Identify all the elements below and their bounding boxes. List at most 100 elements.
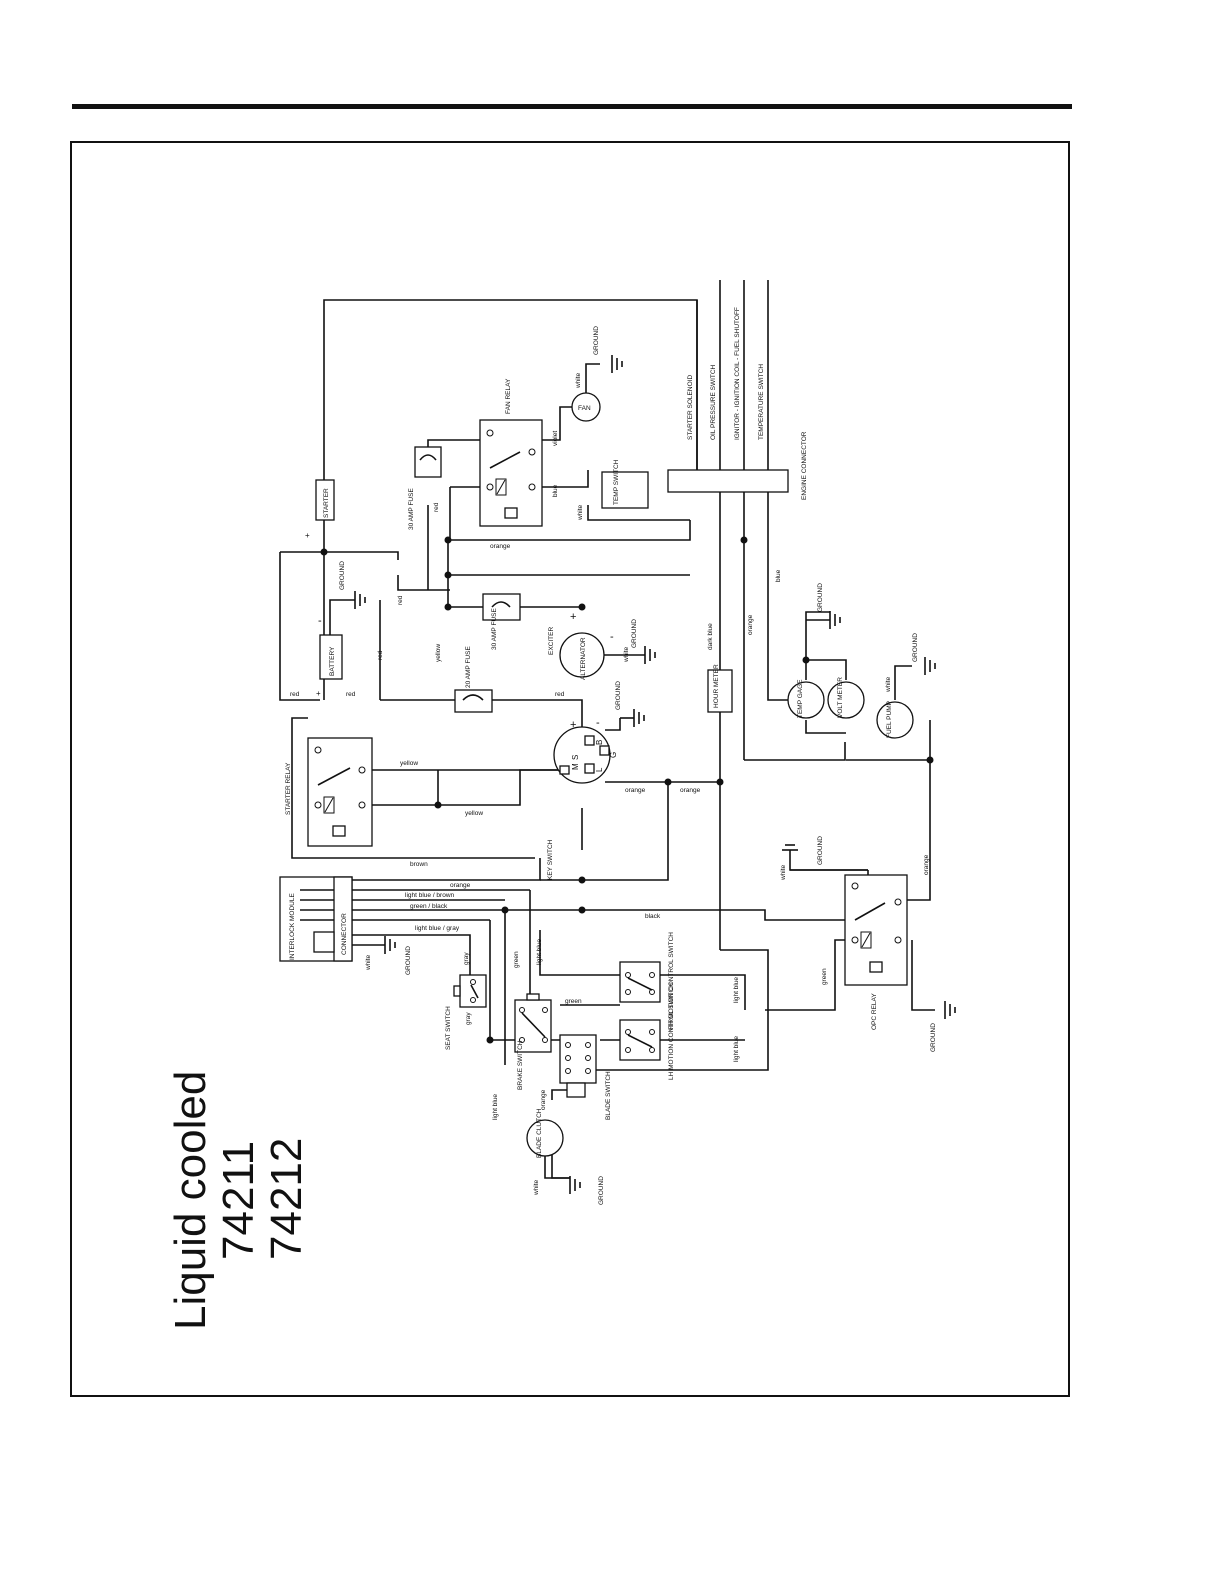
starter-relay: STARTER RELAY [285,737,373,847]
svg-text:B: B [595,740,604,745]
svg-text:orange: orange [747,614,754,635]
svg-text:KEY SWITCH: KEY SWITCH [547,839,554,880]
svg-text:TEMPERATURE SWITCH: TEMPERATURE SWITCH [758,364,765,440]
svg-text:green: green [565,998,582,1005]
header-rule [72,104,1072,109]
svg-text:-: - [596,717,600,729]
svg-text:BATTERY: BATTERY [329,646,336,676]
svg-text:SEAT SWITCH: SEAT SWITCH [445,1006,452,1050]
svg-text:30 AMP FUSE: 30 AMP FUSE [408,488,415,530]
svg-text:+: + [316,689,321,698]
title-block: Liquid cooled 74211 74212 [166,1071,311,1330]
diagram-frame [70,141,1070,1397]
interlock-module: INTERLOCK MODULE CONNECTOR GROUND white [279,876,412,975]
fan-relay: FAN RELAY violet blue [479,378,559,527]
svg-text:EXCITER: EXCITER [548,627,555,655]
temp-gage: TEMP GAGE [787,679,825,719]
svg-text:orange: orange [490,543,511,550]
svg-text:FAN RELAY: FAN RELAY [505,378,512,414]
battery: BATTERY - + GROUND [316,561,366,698]
svg-text:white: white [577,504,584,521]
svg-text:light blue / gray: light blue / gray [415,925,460,932]
svg-text:BLADE CLUTCH: BLADE CLUTCH [536,1108,543,1158]
svg-text:blue: blue [552,484,559,497]
svg-text:GROUND: GROUND [817,836,824,865]
svg-text:IGNITOR - IGNITION COIL - FUEL: IGNITOR - IGNITION COIL - FUEL SHUTOFF [734,307,741,440]
svg-text:OIL PRESSURE SWITCH: OIL PRESSURE SWITCH [710,364,717,440]
svg-text:gray: gray [465,1012,472,1025]
svg-text:ENGINE CONNECTOR: ENGINE CONNECTOR [801,431,808,500]
svg-text:light blue: light blue [733,1036,740,1062]
svg-text:dark blue: dark blue [707,623,714,650]
svg-text:GROUND: GROUND [339,561,346,590]
svg-text:M: M [571,763,580,770]
svg-text:brown: brown [410,861,428,868]
title-line-1: Liquid cooled [166,1071,215,1330]
svg-text:G: G [609,752,618,758]
engine-connector: ENGINE CONNECTOR STARTER SOLENOID OIL PR… [667,307,808,500]
svg-text:STARTER SOLENOID: STARTER SOLENOID [687,375,694,440]
svg-text:yellow: yellow [400,760,418,767]
svg-text:+: + [305,531,310,540]
svg-text:red: red [377,650,384,660]
fuse-30-top: 30 AMP FUSE red [408,446,442,530]
key-switch: M S B L G + - KEY SWITCH GROUND [547,681,645,880]
rh-motion-switch: RH MOTION CONTROL SWITCH [619,932,675,1030]
svg-text:FAN: FAN [578,405,591,412]
svg-text:-: - [610,631,614,643]
svg-text:violet: violet [552,431,559,446]
svg-text:orange: orange [625,787,646,794]
starter-label: STARTER [323,488,330,518]
svg-text:white: white [623,646,630,663]
svg-text:L: L [595,767,604,772]
svg-text:white: white [780,864,787,881]
svg-text:GROUND: GROUND [593,326,600,355]
svg-text:red: red [397,595,404,605]
svg-text:orange: orange [923,854,930,875]
svg-text:GROUND: GROUND [912,633,919,662]
svg-text:blue: blue [775,569,782,582]
blade-clutch: BLADE CLUTCH white GROUND [526,1108,605,1205]
title-line-3: 74212 [262,1138,311,1260]
fuse-30-mid: 30 AMP FUSE [482,593,521,650]
svg-text:FUEL PUMP: FUEL PUMP [886,701,893,738]
temp-switch: TEMP SWITCH white [577,459,649,521]
svg-text:RH MOTION CONTROL SWITCH: RH MOTION CONTROL SWITCH [668,932,675,1030]
blade-switch: BLADE SWITCH [559,1034,612,1120]
svg-text:white: white [575,372,582,389]
svg-text:TEMP SWITCH: TEMP SWITCH [613,459,620,505]
svg-text:STARTER RELAY: STARTER RELAY [285,762,292,815]
svg-text:+: + [570,719,576,731]
svg-text:GROUND: GROUND [405,946,412,975]
svg-text:HOUR METER: HOUR METER [713,664,720,708]
svg-text:TEMP GAGE: TEMP GAGE [797,679,804,718]
svg-text:OPC RELAY: OPC RELAY [871,993,878,1030]
svg-text:GROUND: GROUND [598,1176,605,1205]
svg-text:ALTERNATOR: ALTERNATOR [580,637,587,680]
title-line-2: 74211 [214,1141,263,1260]
svg-text:20 AMP FUSE: 20 AMP FUSE [465,646,472,688]
svg-text:gray: gray [463,952,470,965]
svg-text:orange: orange [680,787,701,794]
wire-labels: orange dark blue orange blue red yellow … [290,543,930,1120]
svg-text:yellow: yellow [465,810,483,817]
svg-text:30 AMP FUSE: 30 AMP FUSE [491,608,498,650]
svg-text:GROUND: GROUND [817,583,824,612]
hour-meter: HOUR METER [707,664,733,713]
svg-text:white: white [533,1179,540,1196]
svg-text:white: white [885,676,892,693]
svg-text:red: red [346,691,356,698]
junction-dots [320,536,934,1044]
alternator: ALTERNATOR EXCITER + - GROUND white [548,611,656,680]
svg-text:light blue: light blue [492,1094,499,1120]
svg-text:BRAKE SWITCH: BRAKE SWITCH [517,1040,524,1090]
svg-text:yellow: yellow [435,644,442,662]
seat-switch: SEAT SWITCH [445,974,487,1050]
svg-text:GROUND: GROUND [631,619,638,648]
fan: FAN white GROUND [571,326,623,422]
svg-text:GROUND: GROUND [615,681,622,710]
svg-text:CONNECTOR: CONNECTOR [341,913,348,955]
volt-meter: VOLT METER GROUND [805,583,865,719]
svg-text:orange: orange [450,882,471,889]
